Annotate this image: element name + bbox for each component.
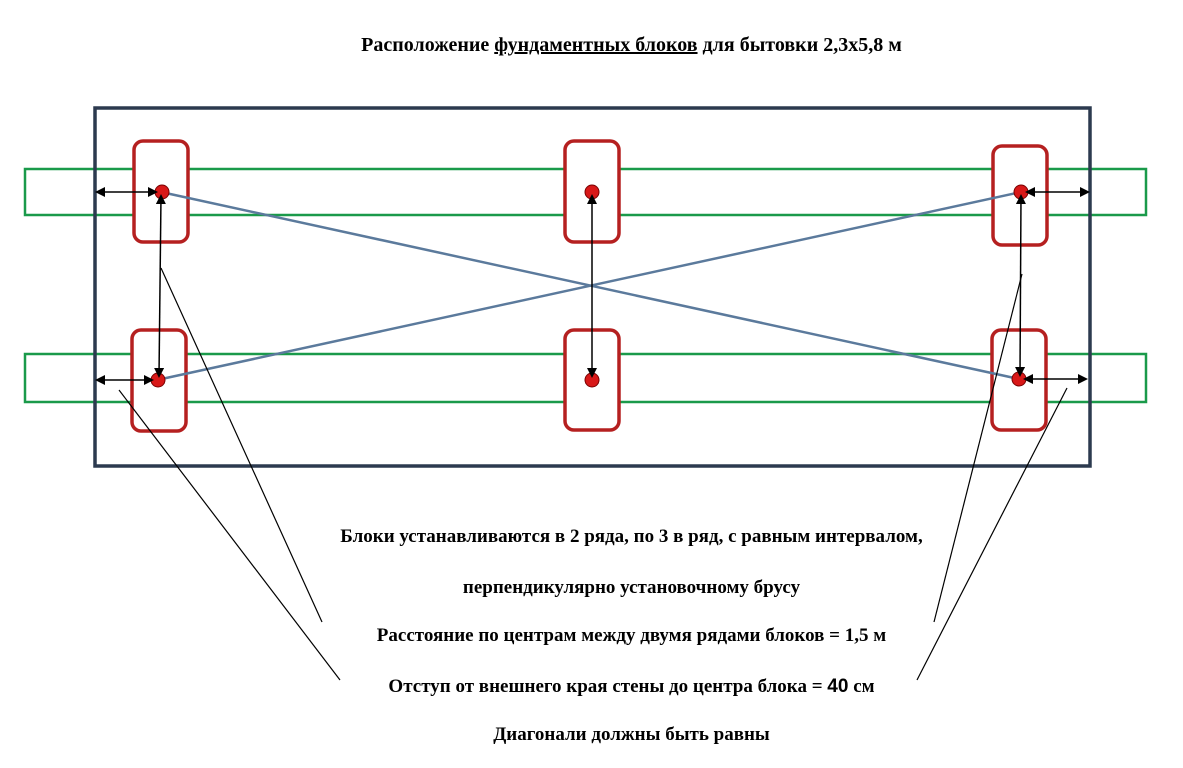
note-offset: Отступ от внешнего края стены до центра … <box>388 676 875 697</box>
dim-vertical-left <box>154 194 166 378</box>
center-bottom-right <box>1011 371 1027 387</box>
offset-value: 40 <box>827 676 849 697</box>
note-row-distance: Расстояние по центрам между двумя рядами… <box>376 625 887 646</box>
page-title: Расположение фундаментных блоков для быт… <box>361 34 902 56</box>
note-diagonals: Диагонали должны быть равны <box>493 724 770 745</box>
leader-distance-right <box>933 273 1023 623</box>
leader-offset-right <box>916 387 1068 681</box>
center-top-left <box>154 184 170 200</box>
center-bottom-left <box>150 372 166 388</box>
note-perpendicular: перпендикулярно установочному брусу <box>462 577 801 598</box>
dim-vertical-right <box>1015 194 1026 377</box>
note-rows: Блоки устанавливаются в 2 ряда, по 3 в р… <box>340 526 923 547</box>
leader-offset-left <box>118 389 341 681</box>
title-underlined: фундаментных блоков <box>494 34 698 56</box>
cabin-outline <box>93 106 1092 468</box>
leader-distance-left <box>160 267 323 623</box>
